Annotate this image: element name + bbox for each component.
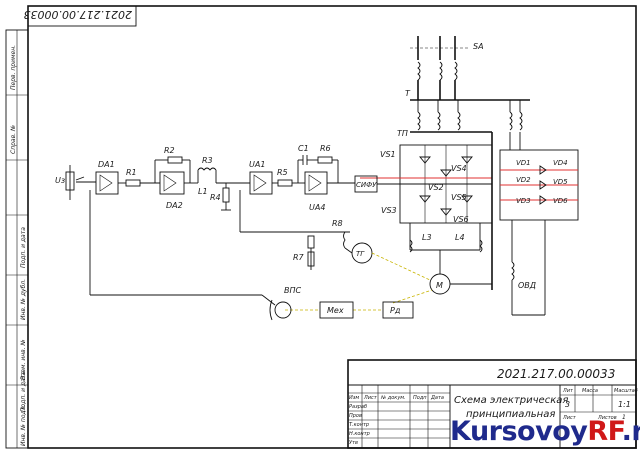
top-doc-number-box: 2021.217.00.00033 (24, 5, 137, 27)
label-VD3: VD3 (516, 197, 531, 205)
title-block: 2021.217.00.00033 Схема электрическая пр… (347, 359, 638, 449)
label-VD4: VD4 (553, 159, 568, 167)
label-VS2: VS2 (428, 183, 444, 192)
label-TG: ТГ (356, 250, 365, 258)
sheets-label: Листов (597, 415, 617, 421)
diode-bridge: VD1 VD2 VD3 VD4 VD5 VD6 ОВД (499, 132, 579, 316)
label-DA1: DA1 (98, 160, 115, 169)
sheets-value: 1 (622, 414, 626, 421)
label-R1: R1 (126, 168, 137, 177)
row-tkontr: Т.контр (349, 422, 369, 428)
watermark-part-3: .ru (621, 416, 640, 447)
strip-perv-primen: Перв. примен. (10, 45, 17, 90)
col-data: Дата (430, 395, 444, 401)
col-podp: Подп (413, 395, 427, 401)
sheet-label: Лист (562, 415, 577, 421)
scale-value: 1:1 (618, 400, 631, 409)
label-OVD: ОВД (518, 281, 536, 290)
mass-label: Масса (582, 388, 598, 394)
label-VPS: ВПС (284, 286, 302, 295)
label-VS5: VS5 (451, 193, 467, 202)
drawing-title-line-1: Схема электрическая (454, 395, 568, 406)
label-VD5: VD5 (553, 178, 568, 186)
watermark-part-2: RF (587, 416, 622, 447)
motor-and-sensors: R8 R7 ТГ M ВПС Мех Рд (261, 219, 492, 321)
label-R7: R7 (293, 253, 305, 262)
label-SIFU: СИФУ (356, 181, 377, 189)
label-R6: R6 (320, 144, 331, 153)
col-ndok: № докум. (380, 395, 406, 401)
row-prov: Пров (349, 413, 362, 419)
transformer-TP: ТП (397, 100, 523, 138)
label-UA1: UA1 (249, 160, 265, 169)
label-Mex: Мех (327, 306, 344, 315)
label-L3: L3 (422, 233, 432, 242)
label-VS1: VS1 (380, 150, 396, 159)
rotated-doc-number: 2021.217.00.00033 (24, 8, 132, 21)
row-nkontr: Н.контр (349, 431, 370, 437)
label-Uz: Uз (55, 176, 65, 185)
label-UA4: UA4 (309, 203, 325, 212)
col-list: Лист (363, 395, 378, 401)
lit-value: 3 (565, 400, 570, 409)
label-VD2: VD2 (516, 176, 531, 184)
col-izm: Изм (349, 395, 359, 401)
row-razrab: Разраб (349, 404, 367, 410)
left-binding-strip: Перв. примен. Справ. № Подп. и дата Инв.… (5, 29, 29, 449)
label-VD6: VD6 (553, 197, 568, 205)
label-DA2: DA2 (166, 201, 183, 210)
strip-podp-data-1: Подп. и дата (20, 227, 27, 268)
site-watermark: KursovoyRF.ru (450, 416, 640, 450)
scale-label: Масштаб (614, 388, 638, 394)
label-VS3: VS3 (381, 206, 397, 215)
label-M: M (436, 281, 443, 290)
chokes-L3-L4: L3 L4 (409, 223, 483, 253)
label-R3: R3 (202, 156, 213, 165)
strip-sprav: Справ. № (10, 125, 17, 154)
label-R5: R5 (277, 168, 288, 177)
watermark-part-1: Kursovoy (450, 416, 588, 447)
label-Rd: Рд (390, 306, 401, 315)
drawing-title-line-2: принципиальная (466, 409, 555, 420)
label-L1: L1 (198, 187, 208, 196)
control-signal-chain: Uз DA1 R1 DA2 R2 R3 (55, 144, 400, 296)
label-SA: SA (473, 42, 484, 51)
label-T: T (405, 89, 411, 98)
label-L4: L4 (455, 233, 465, 242)
schematic: SA T ТП (55, 36, 579, 321)
label-R8: R8 (332, 219, 343, 228)
strip-podp-data-2: Подп. и дата (20, 371, 27, 412)
lit-label: Лит (562, 388, 574, 394)
strip-inv-dubl: Инв. № дубл. (20, 279, 27, 320)
label-VD1: VD1 (516, 159, 531, 167)
doc-number: 2021.217.00.00033 (497, 367, 615, 381)
transformer-T: T (405, 61, 530, 101)
row-utv: Утв (349, 440, 358, 446)
label-R2: R2 (164, 146, 175, 155)
strip-inv-podl: Инв. № подл. (20, 405, 27, 446)
strip-vzam-inv: Взам. инв. № (20, 339, 27, 380)
label-C1: C1 (298, 144, 309, 153)
label-R4: R4 (210, 193, 221, 202)
label-VS6: VS6 (453, 215, 469, 224)
label-VS4: VS4 (451, 164, 467, 173)
thyristor-bridge: VS1 VS2 VS3 VS4 VS5 VS6 (360, 131, 493, 290)
label-TP: ТП (397, 129, 408, 138)
